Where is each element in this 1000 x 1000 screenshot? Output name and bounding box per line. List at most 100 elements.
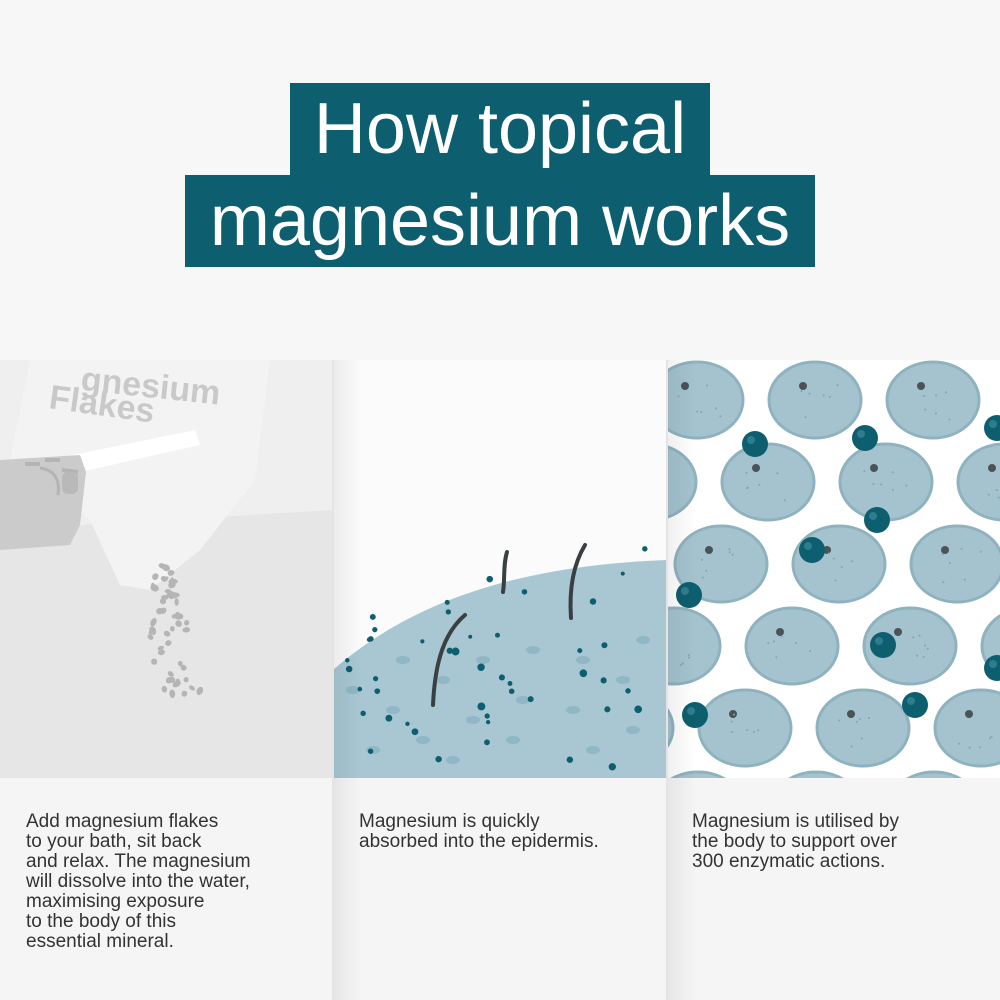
skin-pore [476,656,490,664]
hair [501,550,509,594]
skin-pore [436,676,450,684]
magnesium-flake [180,664,187,671]
steps-panels: gnesium Flakes Add magnesium flakes to y… [0,360,1000,1000]
cell [667,606,722,686]
skin-pore [416,736,430,744]
magnesium-particle [642,546,648,552]
magnesium-particle [484,739,490,746]
magnesium-particle [527,696,534,703]
magnesium-particle [477,702,486,711]
panel-divider [332,360,334,1000]
magnesium-flake [150,618,157,627]
magnesium-particle [435,755,442,763]
cell [720,442,816,522]
magnesium-flake [160,576,167,582]
magnesium-flake [157,645,164,651]
cell [670,770,726,778]
cell [791,524,887,604]
magnesium-particle [369,613,376,620]
cell [673,524,769,604]
cell [667,706,675,750]
skin-pore [636,636,650,644]
magnesium-flake [167,671,174,677]
skin-pore [576,656,590,664]
magnesium-particle [468,634,473,639]
magnesium-flake [181,690,188,697]
magnesium-flake [159,598,167,605]
magnesium-flake [161,564,170,572]
magnesium-flake [161,685,168,693]
magnesium-particle [445,609,451,615]
step-panel-bath: gnesium Flakes Add magnesium flakes to y… [0,360,333,1000]
magnesium-particle [405,721,410,727]
cell [815,688,911,768]
cell [933,688,1000,768]
magnesium-flake [152,573,159,579]
magnesium-flake [167,569,175,576]
magnesium-flake [165,676,173,684]
caption-cells: Magnesium is utilised by the body to sup… [667,778,1000,1000]
caption-bath: Add magnesium flakes to your bath, sit b… [0,778,333,1000]
magnesium-flake [178,613,184,620]
magnesium-particle [507,681,513,686]
magnesium-flake [167,590,175,600]
skin-pore [366,746,380,754]
magnesium-ion [742,431,768,457]
magnesium-particle [366,637,372,642]
cell [697,688,793,768]
magnesium-particle [372,676,379,682]
magnesium-particle [374,688,381,695]
magnesium-flake [184,619,190,626]
cell [862,606,958,686]
skin-pore [386,706,400,714]
magnesium-ion [864,507,890,533]
magnesium-particle [411,728,419,736]
skin-pore [626,726,640,734]
skin-pore [396,656,410,664]
skin-pore [566,706,580,714]
skin-surface [333,560,667,778]
cell [838,442,934,522]
title-section: How topical magnesium works [0,0,1000,360]
magnesium-particle [577,648,583,654]
magnesium-particle [360,710,366,717]
skin-pore [616,676,630,684]
magnesium-flake [183,677,189,683]
magnesium-particle [600,677,607,684]
magnesium-flake [196,686,204,695]
magnesium-particle [345,658,350,663]
step-panel-skin: Magnesium is quickly absorbed into the e… [333,360,667,1000]
caption-text-cells: Magnesium is utilised by the body to sup… [692,811,899,872]
panel-divider [666,360,668,1000]
caption-skin: Magnesium is quickly absorbed into the e… [333,778,667,1000]
magnesium-flake [175,620,182,627]
magnesium-particle [589,598,597,605]
magnesium-particle [508,688,515,695]
magnesium-flake [157,649,165,656]
magnesium-particle [345,665,353,673]
magnesium-flake [159,607,166,614]
skin-pore [346,686,360,694]
magnesium-flake [174,598,179,606]
magnesium-flake [182,627,191,633]
magnesium-particle [385,714,393,722]
magnesium-particle [446,647,453,654]
skin-pore [516,696,530,704]
magnesium-ion [902,692,928,718]
magnesium-ion [676,582,702,608]
magnesium-flake [177,660,183,667]
title-line-2: magnesium works [185,175,815,267]
skin-pore [466,716,480,724]
cell [906,770,962,778]
magnesium-particle [484,713,490,719]
magnesium-flake [169,626,175,632]
flakes-packet [10,360,270,590]
magnesium-particle [601,642,608,649]
magnesium-particle [372,627,378,633]
step-panel-cells: Magnesium is utilised by the body to sup… [667,360,1000,1000]
skin-pore [506,736,520,744]
magnesium-flake [163,630,171,637]
bath-flakes-illustration: gnesium Flakes [0,360,333,778]
magnesium-particle [625,688,631,694]
skin-absorption-illustration [333,360,667,778]
